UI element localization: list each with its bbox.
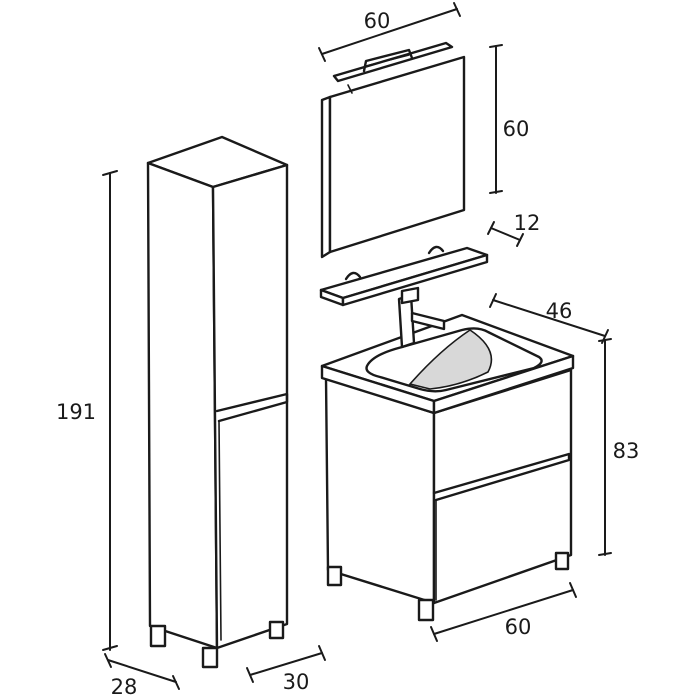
shelf-bracket-right: [427, 245, 445, 255]
column-width-label: 30: [283, 670, 310, 694]
column-door-handle: [215, 392, 289, 423]
vanity-height-label: 83: [613, 439, 640, 463]
tall-column-cabinet: [146, 135, 289, 669]
shelf-depth-label: 12: [514, 211, 541, 235]
mirror-lamp-bracket: [347, 84, 353, 94]
mirror-face: [328, 55, 466, 254]
column-height-dimension: 191: [56, 170, 118, 651]
column-height-label: 191: [56, 400, 96, 424]
vanity-height-dimension: 83: [598, 338, 640, 556]
column-front-face: [211, 163, 289, 650]
column-foot-left: [149, 624, 167, 648]
column-side-face: [146, 161, 219, 650]
column-foot-right: [268, 620, 285, 640]
mirror-lamp-detail: [365, 54, 410, 67]
column-width-dimension: 30: [246, 645, 326, 694]
shelf-bracket-left: [344, 271, 362, 281]
mirror-height-label: 60: [503, 117, 530, 141]
mirror-lamp-bar: [332, 41, 454, 83]
vanity-foot-front: [417, 598, 435, 622]
mirror-width-label: 60: [364, 9, 391, 33]
vanity-width-label: 60: [505, 615, 532, 639]
vanity-depth-dimension: 46: [489, 293, 609, 344]
vanity-foot-left: [326, 565, 343, 587]
mirror: [320, 41, 466, 259]
column-depth-dimension: 28: [104, 653, 180, 699]
mirror-lamp-housing: [362, 48, 414, 73]
vanity-width-dimension: 60: [430, 582, 577, 642]
faucet-lever: [400, 286, 420, 305]
mirror-height-dimension: 60: [489, 44, 530, 194]
mirror-width-dimension: 60: [318, 2, 461, 62]
vanity-depth-label: 46: [546, 299, 573, 323]
shelf-front: [341, 253, 489, 307]
vanity-foot-right: [554, 551, 570, 571]
upper-drawer-handle: [432, 452, 571, 502]
column-foot-front: [201, 646, 219, 669]
basin-shading: [408, 329, 493, 390]
glass-shelf: [319, 245, 489, 307]
faucet-spout: [410, 311, 446, 331]
column-depth-label: 28: [111, 675, 138, 699]
vanity-side-face: [324, 376, 436, 605]
column-lower-door-edge: [218, 420, 222, 641]
shelf-depth-dimension: 12: [487, 211, 541, 247]
vanity-unit: [320, 286, 575, 622]
